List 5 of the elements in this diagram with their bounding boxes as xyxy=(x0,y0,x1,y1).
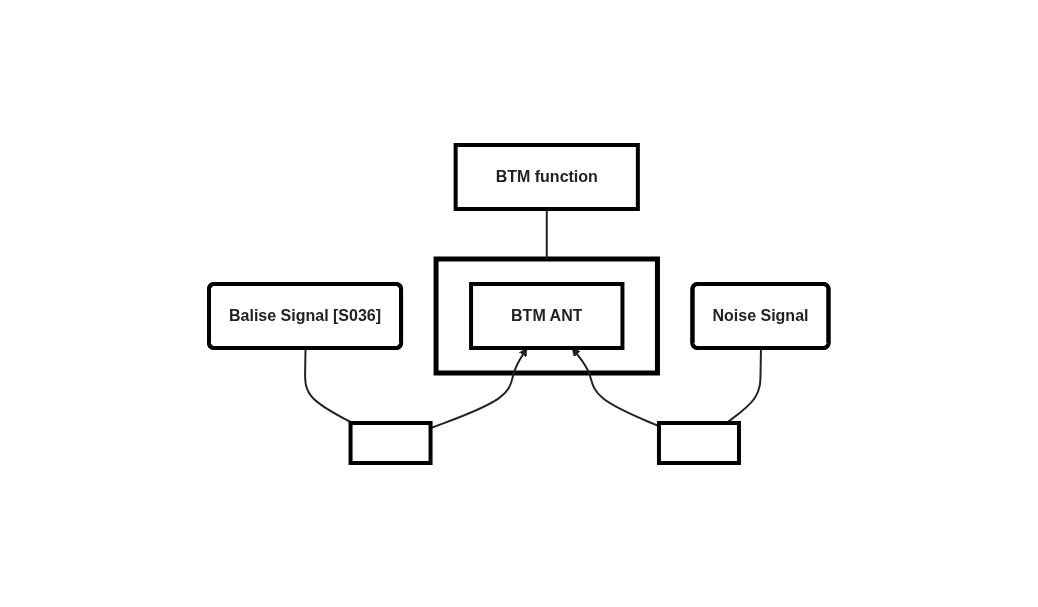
node-box xyxy=(348,420,433,465)
node-box: BTM function xyxy=(453,142,641,211)
node-box: BTM ANT xyxy=(469,281,625,350)
cluster xyxy=(433,256,661,375)
node-box xyxy=(657,420,742,465)
